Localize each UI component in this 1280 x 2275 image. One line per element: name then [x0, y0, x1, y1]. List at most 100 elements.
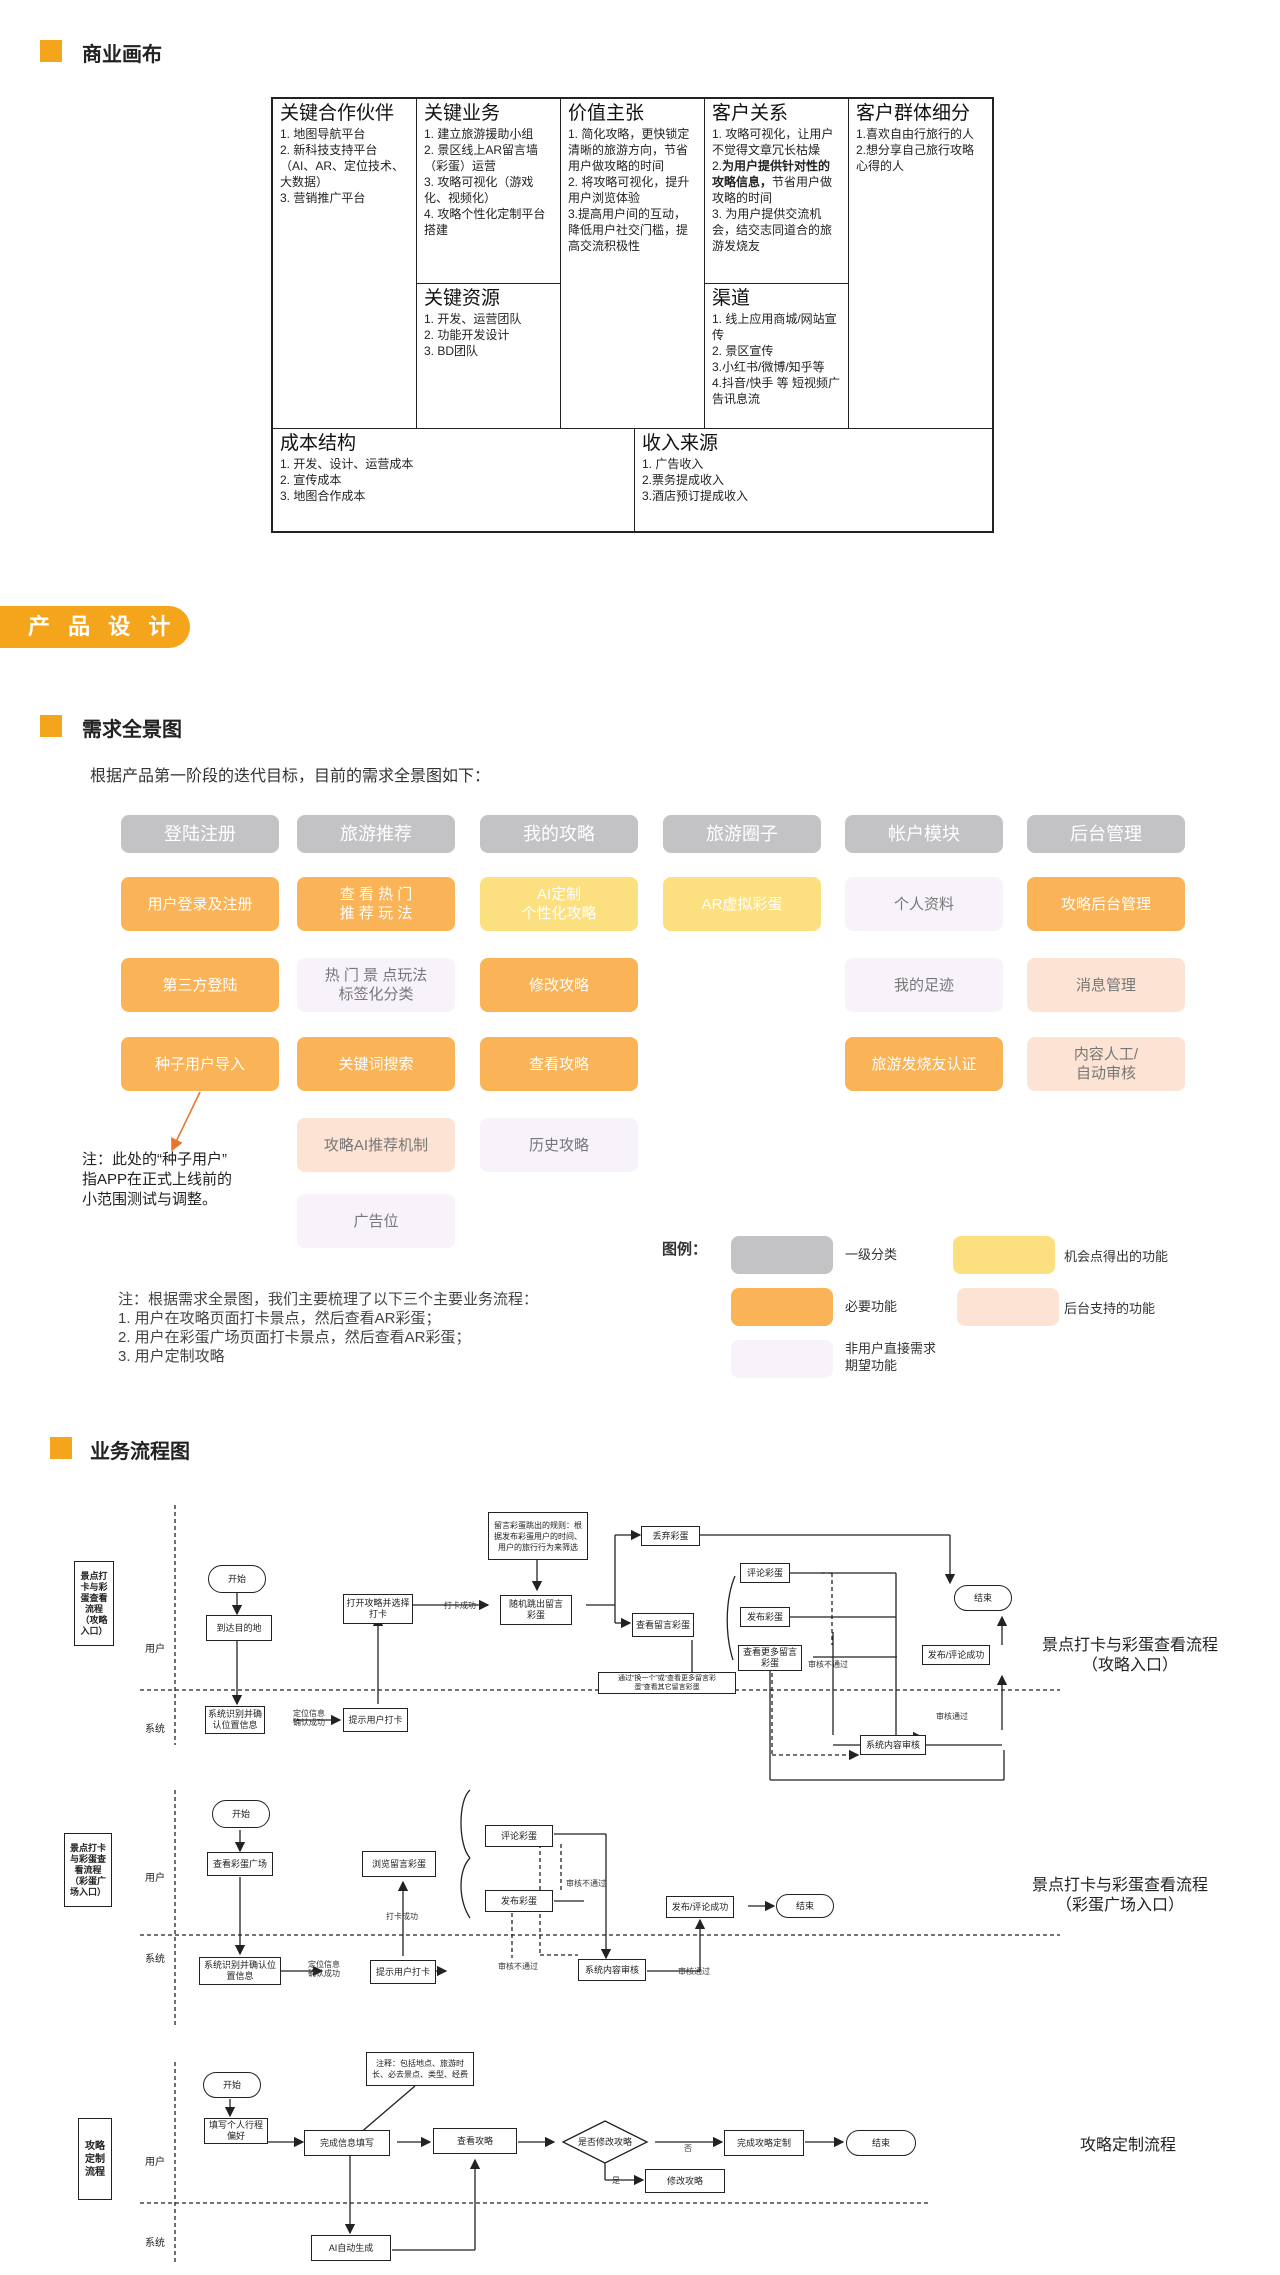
flow2-publish: 发布彩蛋	[485, 1890, 553, 1912]
flow2-prompt: 提示用户打卡	[370, 1960, 436, 1984]
needs-item-required: 第三方登陆	[121, 958, 279, 1012]
flow3-modify: 修改攻略	[645, 2169, 725, 2193]
section-title-business-flow: 业务流程图	[90, 1441, 190, 1463]
seed-user-note: 注：此处的“种子用户” 指APP在正式上线前的 小范围测试与调整。	[82, 1151, 233, 1208]
flow3-lane-user: 用户	[145, 2157, 165, 2168]
flow3-vertical-title: 攻略 定制 流程	[78, 2118, 112, 2200]
flow1-prompt: 提示用户打卡	[343, 1708, 408, 1732]
flow1-publish: 发布彩蛋	[740, 1607, 790, 1627]
section-marker	[40, 715, 62, 737]
flow1-title: 景点打卡与彩蛋查看流程 （攻略入口）	[1041, 1637, 1218, 1674]
flow3-ai: AI自动生成	[311, 2235, 391, 2261]
legend-title: 图例：	[662, 1241, 708, 1258]
section-title-needs-map: 需求全景图	[82, 719, 182, 741]
flow1-swap-note: 通过“换一个”或“查看更多留言彩 蛋”查看其它留言彩蛋	[598, 1672, 736, 1694]
flow1-lane-system: 系统	[145, 1724, 165, 1735]
flow1-checkin-ok: 打卡成功	[444, 1601, 476, 1610]
canvas-channels: 渠道 1. 线上应用商城/网站宣传 2. 景区宣传 3.小红书/微博/知乎等 4…	[705, 284, 849, 429]
flow3-end: 结束	[846, 2130, 916, 2156]
needs-item-required: 查看攻略	[480, 1037, 638, 1091]
flow2-loc-ok: 定位信息 确认成功	[308, 1960, 340, 1978]
canvas-relations: 客户关系 1. 攻略可视化，让用户不觉得文章冗长枯燥 2.为用户提供针对性的攻略…	[705, 99, 849, 284]
section-marker	[40, 40, 62, 62]
canvas-activities: 关键业务 1. 建立旅游援助小组 2. 景区线上AR留言墙（彩蛋）运营 3. 攻…	[417, 99, 561, 284]
needs-intro: 根据产品第一阶段的迭代目标，目前的需求全景图如下：	[90, 768, 491, 785]
needs-item-user: 我的足迹	[845, 958, 1003, 1012]
flow1-start: 开始	[208, 1565, 266, 1593]
flow3-start: 开始	[203, 2072, 261, 2098]
flow2-comment: 评论彩蛋	[485, 1825, 553, 1847]
flow2-title: 景点打卡与彩蛋查看流程 （彩蛋广场入口）	[1031, 1877, 1208, 1914]
canvas-value: 价值主张 1. 简化攻略，更快锁定清晰的旅游方向，节省用户做攻略的时间 2. 将…	[561, 99, 705, 429]
legend-swatch-opportunity	[953, 1236, 1055, 1274]
needs-item-required: 攻略后台管理	[1027, 877, 1185, 931]
section-title-business-canvas: 商业画布	[82, 44, 162, 66]
needs-category-header: 帐户模块	[845, 815, 1003, 853]
flow3-complete: 完成信息填写	[304, 2130, 390, 2156]
flow3-done: 完成攻略定制	[724, 2130, 804, 2156]
flow2-pub-comment: 发布/评论成功	[666, 1896, 734, 1918]
canvas-partners: 关键合作伙伴 1. 地图导航平台 2. 新科技支持平台 （AI、AR、定位技术、…	[273, 99, 417, 429]
flow3-no: 否	[684, 2144, 692, 2153]
flow1-end: 结束	[954, 1585, 1012, 1611]
canvas-cost: 成本结构 1. 开发、设计、运营成本 2. 宣传成本 3. 地图合作成本	[273, 429, 635, 531]
legend-swatch-user	[731, 1340, 833, 1378]
flow3-yes: 是	[612, 2176, 620, 2185]
flow2-browse: 浏览留言彩蛋	[362, 1851, 436, 1877]
flow1-pub-comment: 发布/评论成功	[922, 1645, 990, 1665]
flow3-title: 攻略定制流程	[1079, 2137, 1176, 2154]
needs-item-backend: 消息管理	[1027, 958, 1185, 1012]
canvas-revenue: 收入来源 1. 广告收入 2.票务提成收入 3.酒店预订提成收入	[642, 433, 749, 503]
needs-item-backend: 攻略AI推荐机制	[297, 1118, 455, 1172]
needs-item-required: 用户登录及注册	[121, 877, 279, 931]
needs-item-required: 关键词搜索	[297, 1037, 455, 1091]
flow1-rule-note: 留言彩蛋跳出的规则：根 据发布彩蛋用户的时间、 用户的旅行行为来筛选	[488, 1512, 588, 1560]
legend-label-opportunity: 机会点得出的功能	[1064, 1249, 1169, 1264]
flow1-random-egg: 随机跳出留言 彩蛋	[500, 1595, 572, 1625]
flow1-loc-ok: 定位信息 确认成功	[293, 1709, 325, 1727]
needs-item-required: 旅游发烧友认证	[845, 1037, 1003, 1091]
legend-swatch-backend	[957, 1288, 1059, 1326]
flow1-lane-user: 用户	[145, 1644, 165, 1655]
flow1-view-egg: 查看留言彩蛋	[632, 1613, 694, 1637]
needs-item-required: 修改攻略	[480, 958, 638, 1012]
flow3-note: 注释：包括地点、旅游时 长、必去景点、类型、经费	[366, 2052, 474, 2086]
flows-note: 注：根据需求全景图，我们主要梳理了以下三个主要业务流程： 1. 用户在攻略页面打…	[118, 1291, 539, 1365]
flow3-lane-system: 系统	[145, 2238, 165, 2249]
flow2-review: 系统内容审核	[578, 1959, 646, 1981]
needs-item-required: 种子用户导入	[121, 1037, 279, 1091]
flow1-comment: 评论彩蛋	[740, 1563, 790, 1583]
needs-item-backend: 内容人工/ 自动审核	[1027, 1037, 1185, 1091]
legend-label-backend: 后台支持的功能	[1064, 1301, 1156, 1316]
canvas-resources: 关键资源 1. 开发、运营团队 2. 功能开发设计 3. BD团队	[417, 284, 561, 429]
flow2-reject1: 审核不通过	[566, 1879, 606, 1888]
flow2-end: 结束	[776, 1894, 834, 1918]
legend-label-user: 非用户直接需求 期望功能	[845, 1341, 937, 1373]
flow2-pass: 审核通过	[678, 1967, 710, 1976]
flow1-vertical-title: 景点打 卡与彩 蛋查看 流程 （攻略 入口）	[74, 1561, 114, 1646]
business-model-canvas: 关键合作伙伴 1. 地图导航平台 2. 新科技支持平台 （AI、AR、定位技术、…	[271, 97, 994, 533]
canvas-segments: 客户群体细分 1.喜欢自由行旅行的人 2.想分享自己旅行攻略心得的人	[849, 99, 992, 429]
needs-item-user: 个人资料	[845, 877, 1003, 931]
flow2-lane-system: 系统	[145, 1954, 165, 1965]
needs-item-user: 广告位	[297, 1194, 455, 1248]
needs-category-header: 旅游推荐	[297, 815, 455, 853]
needs-item-opportunity: AR虚拟彩蛋	[663, 877, 821, 931]
flow3-view: 查看攻略	[433, 2128, 517, 2154]
legend-label-required: 必要功能	[845, 1299, 898, 1314]
flow2-vertical-title: 景点打卡 与彩蛋查 看流程 （彩蛋广 场入口）	[64, 1833, 112, 1907]
flow2-reject2: 审核不通过	[498, 1962, 538, 1971]
needs-item-opportunity: AI定制 个性化攻略	[480, 877, 638, 931]
flow2-checkin-ok: 打卡成功	[386, 1912, 418, 1921]
flow1-arrive: 到达目的地	[206, 1615, 272, 1641]
flow2-start: 开始	[212, 1800, 270, 1828]
needs-category-header: 登陆注册	[121, 815, 279, 853]
needs-category-header: 旅游圈子	[663, 815, 821, 853]
legend-swatch-required	[731, 1288, 833, 1326]
flow1-open-checkin: 打开攻略并选择 打卡	[343, 1594, 413, 1624]
needs-item-user: 历史攻略	[480, 1118, 638, 1172]
flow1-reject: 审核不通过	[808, 1660, 848, 1669]
flow3-fill: 填写个人行程 偏好	[204, 2118, 268, 2144]
